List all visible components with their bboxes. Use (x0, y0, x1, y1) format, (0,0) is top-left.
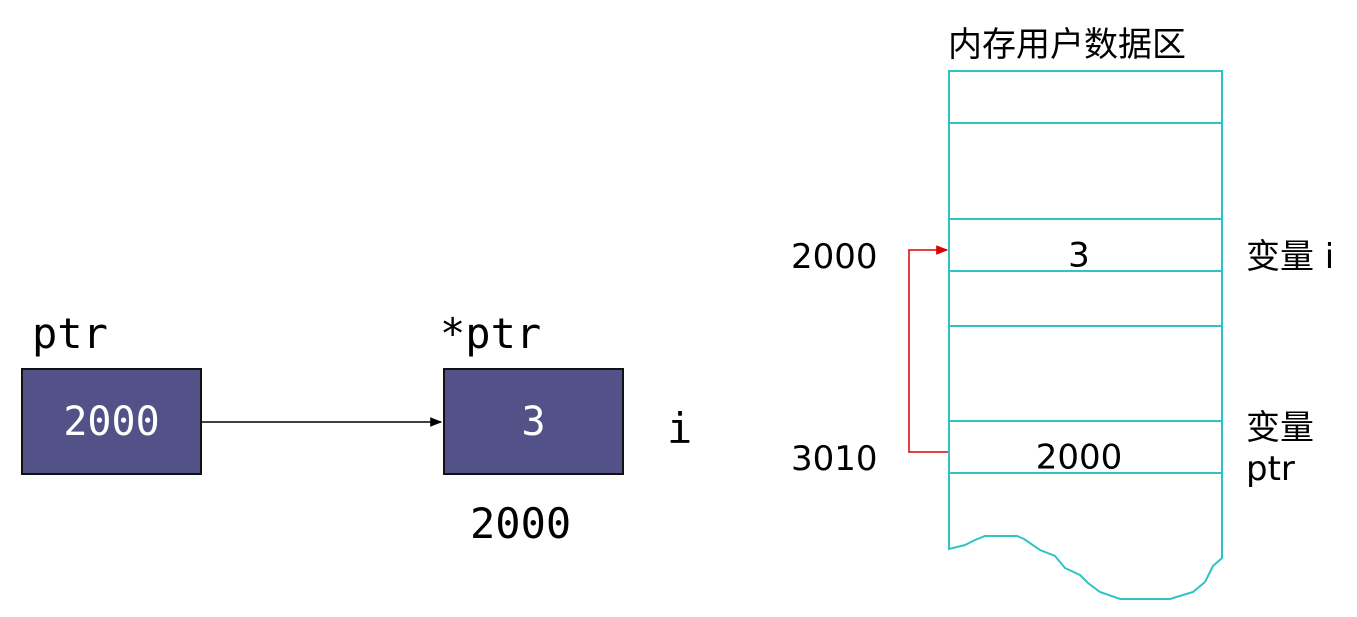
memory-title: 内存用户数据区 (948, 25, 1186, 65)
variable-i-label: 变量 i (1246, 237, 1335, 277)
ptr-label: ptr (32, 309, 108, 358)
ptr-box: 2000 (21, 368, 202, 475)
address-ptr-label: 3010 (791, 439, 878, 479)
memory-cell-1 (948, 70, 1223, 124)
deref-ptr-label: *ptr (440, 309, 542, 358)
var-i-label: i (667, 404, 693, 453)
ptr-box-value: 2000 (63, 398, 160, 445)
target-box-value: 3 (521, 398, 546, 445)
memory-cell-2 (948, 122, 1223, 220)
address-i-label: 2000 (791, 237, 878, 277)
target-address-label: 2000 (470, 499, 572, 548)
memory-column (948, 70, 1223, 600)
variable-ptr-label-line2: ptr (1246, 449, 1295, 489)
memory-pointer-arrow (908, 245, 949, 453)
variable-ptr-label-line1: 变量 (1246, 408, 1314, 448)
memory-cell-5 (948, 325, 1223, 422)
memory-cell-ptr-value: 2000 (1036, 438, 1123, 478)
memory-torn-edge (948, 472, 1223, 600)
memory-cell-i-value: 3 (1068, 236, 1090, 276)
target-box: 3 (443, 368, 624, 475)
memory-cell-4 (948, 270, 1223, 327)
